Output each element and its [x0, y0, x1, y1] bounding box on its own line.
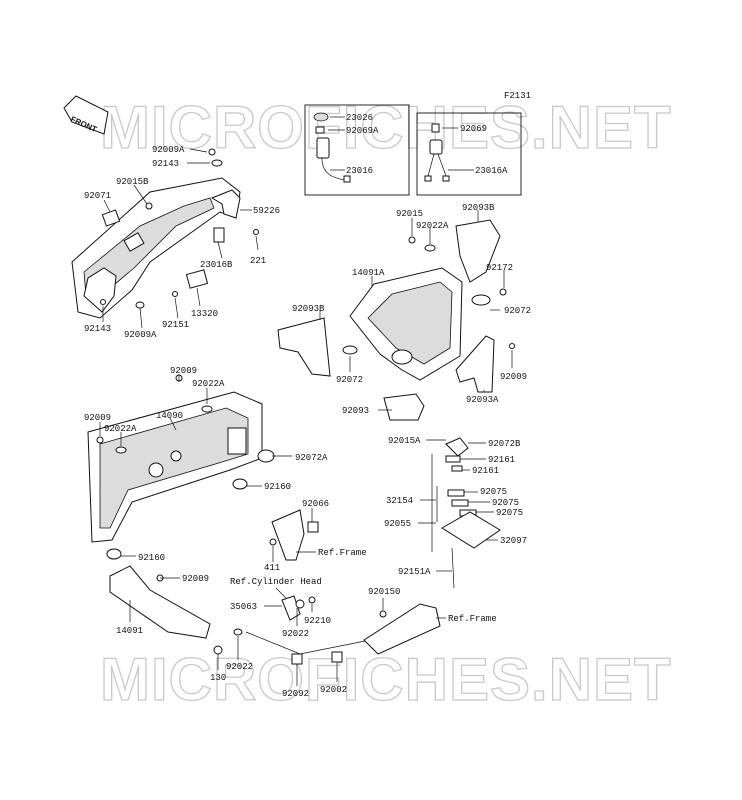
- label-92066: 92066: [302, 499, 329, 509]
- bracket-92066-part: [269, 509, 319, 561]
- label-92072B: 92072B: [488, 439, 521, 449]
- label-23016: 23016: [346, 166, 373, 176]
- label-32097: 32097: [500, 536, 527, 546]
- inset-box-23016: [304, 104, 410, 196]
- label-92009-a: 92009: [170, 366, 197, 376]
- label-92069: 92069: [460, 124, 487, 134]
- label-ref-frame-2: Ref.Frame: [448, 614, 497, 624]
- label-92015: 92015: [396, 209, 423, 219]
- figure-code: F2131: [504, 91, 531, 101]
- label-14090: 14090: [156, 411, 183, 421]
- watermark-bottom: MICROFICHES.NET: [100, 646, 672, 713]
- label-23016B: 23016B: [200, 260, 233, 270]
- leader-lines: [99, 116, 513, 686]
- lever-assembly-32097: [431, 437, 501, 589]
- label-92015B: 92015B: [116, 177, 149, 187]
- label-920150: 920150: [368, 587, 400, 597]
- upper-left-panel-part: [71, 177, 241, 319]
- label-92009-right: 92009: [500, 372, 527, 382]
- label-92160-b: 92160: [138, 553, 165, 563]
- label-92009-c: 92009: [182, 574, 209, 584]
- label-ref-frame-1: Ref.Frame: [318, 548, 367, 558]
- switch-23016-part: [313, 112, 351, 183]
- label-92055: 92055: [384, 519, 411, 529]
- label-92210: 92210: [304, 616, 331, 626]
- tray-14091A-part: [277, 219, 515, 421]
- label-14091A: 14091A: [352, 268, 385, 278]
- label-92072A: 92072A: [295, 453, 328, 463]
- label-92161-b: 92161: [472, 466, 499, 476]
- linkage-rod-assembly: [213, 595, 441, 665]
- label-14091: 14091: [116, 626, 143, 636]
- label-92143-bottom: 92143: [84, 324, 111, 334]
- label-92009-b: 92009: [84, 413, 111, 423]
- label-92022A-a: 92022A: [192, 379, 225, 389]
- plate-14091-part: [109, 565, 211, 639]
- label-92151A: 92151A: [398, 567, 431, 577]
- label-92093A: 92093A: [466, 395, 499, 405]
- label-92172: 92172: [486, 263, 513, 273]
- label-92015A: 92015A: [388, 436, 421, 446]
- label-92009A-top: 92009A: [152, 145, 185, 155]
- label-92161-a: 92161: [488, 455, 515, 465]
- label-92002: 92002: [320, 685, 347, 695]
- label-92093B: 92093B: [462, 203, 495, 213]
- fasteners-upper-left: [100, 148, 259, 309]
- label-92143-top: 92143: [152, 159, 179, 169]
- watermark-top: MICROFICHES.NET: [100, 94, 672, 161]
- label-221: 221: [250, 256, 266, 266]
- label-92093B-left: 92093B: [292, 304, 325, 314]
- label-92151: 92151: [162, 320, 189, 330]
- label-92022A-right: 92022A: [416, 221, 449, 231]
- label-59226: 59226: [253, 206, 280, 216]
- label-32154: 32154: [386, 496, 413, 506]
- label-23026: 23026: [346, 113, 373, 123]
- label-92009A-bottom: 92009A: [124, 330, 157, 340]
- label-92071: 92071: [84, 191, 111, 201]
- frame-14090-part: [87, 374, 275, 560]
- label-92022-b: 92022: [226, 662, 253, 672]
- label-92092: 92092: [282, 689, 309, 699]
- label-13320: 13320: [191, 309, 218, 319]
- label-92072-right: 92072: [504, 306, 531, 316]
- label-92022A-b: 92022A: [104, 424, 137, 434]
- label-35063: 35063: [230, 602, 257, 612]
- switch-23016A-part: [424, 123, 450, 182]
- label-92075-c: 92075: [496, 508, 523, 518]
- label-92075-a: 92075: [480, 487, 507, 497]
- label-92160-a: 92160: [264, 482, 291, 492]
- label-23016A: 23016A: [475, 166, 508, 176]
- label-92093: 92093: [342, 406, 369, 416]
- label-92075-b: 92075: [492, 498, 519, 508]
- label-92072-center: 92072: [336, 375, 363, 385]
- part-labels: 23026 92069A 23016 92069 23016A 92009A 9…: [84, 113, 531, 699]
- label-92069A: 92069A: [346, 126, 379, 136]
- label-411: 411: [264, 563, 280, 573]
- label-92022-a: 92022: [282, 629, 309, 639]
- label-ref-cylinder-head: Ref.Cylinder Head: [230, 577, 322, 587]
- inset-box-23016A: [416, 112, 522, 196]
- label-130: 130: [210, 673, 226, 683]
